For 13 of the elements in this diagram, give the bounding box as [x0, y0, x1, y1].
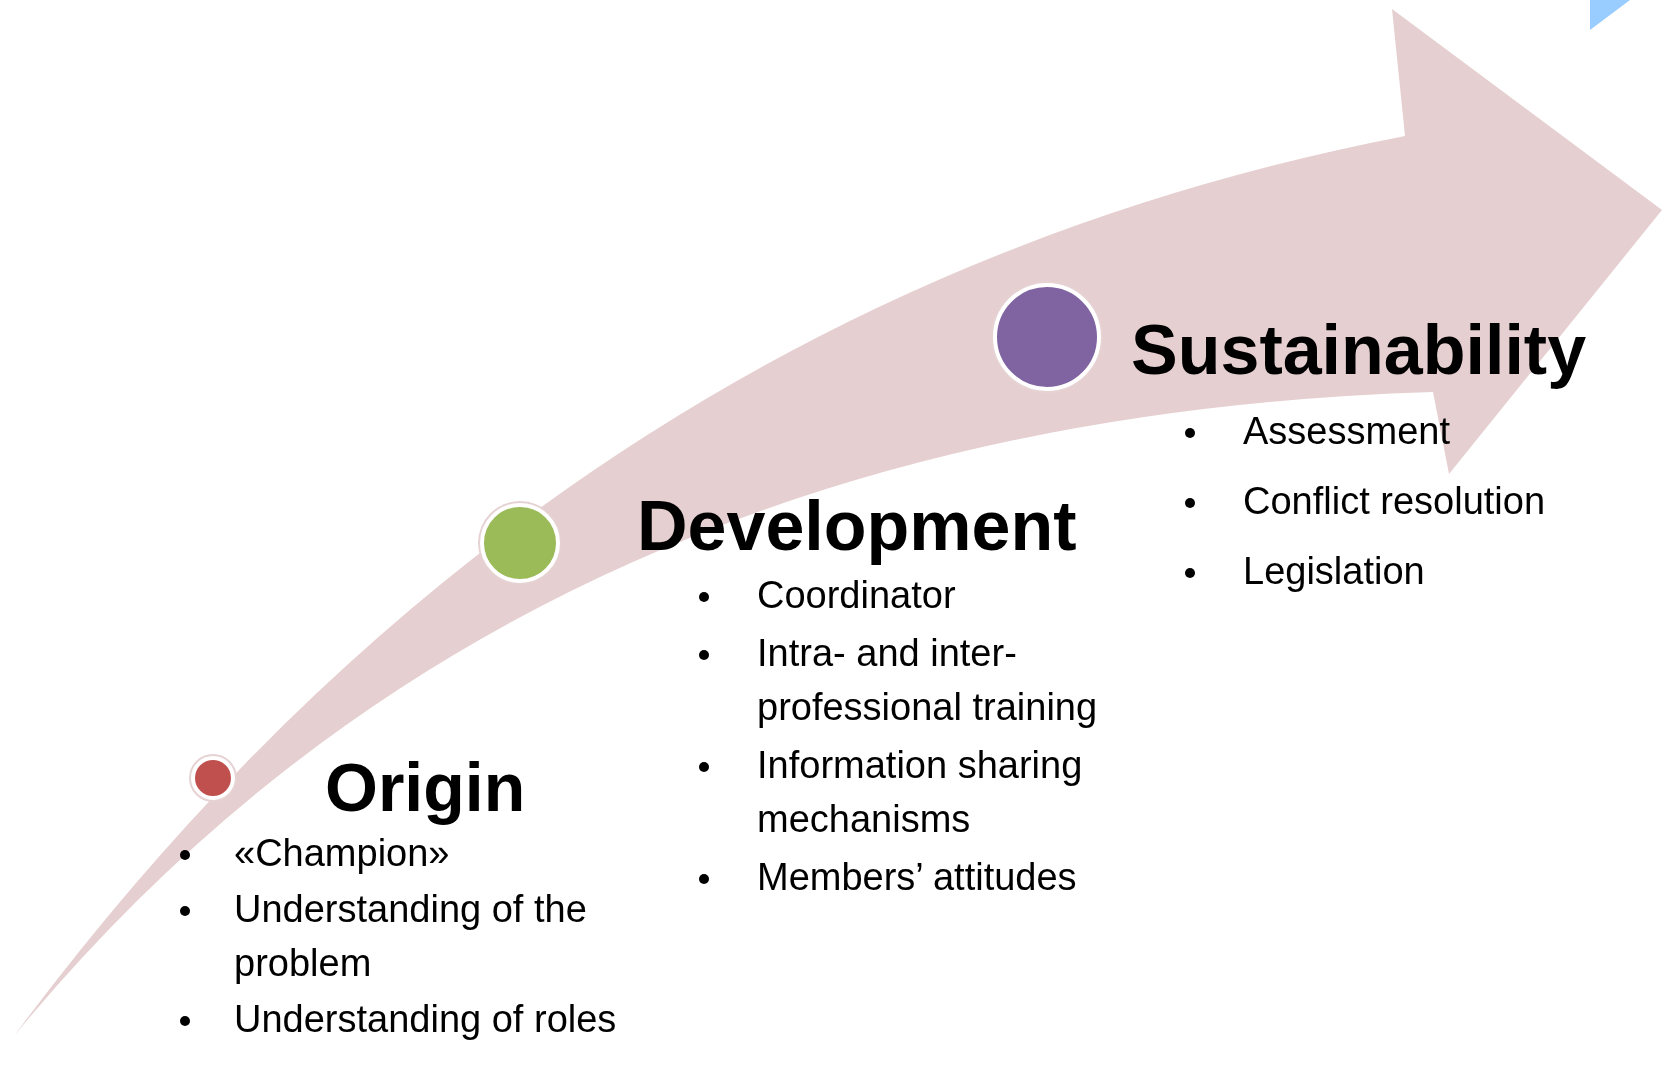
bullet-text: Intra- and inter-professional training	[757, 631, 1098, 728]
bullet-text: Coordinator	[757, 574, 956, 616]
stage-heading: Development	[637, 488, 1077, 565]
bullet-text: Understanding of roles	[234, 997, 617, 1040]
bullet-text: Understanding of the problem	[234, 887, 587, 984]
bullet-text: «Champion»	[234, 831, 450, 874]
bullet-text: Conflict resolution	[1243, 479, 1546, 522]
bullet-text: Members’ attitudes	[757, 855, 1077, 898]
stage-heading: Sustainability	[1131, 312, 1587, 389]
stage-heading: Origin	[325, 750, 526, 825]
bullet-text: Assessment	[1243, 410, 1450, 452]
bullet-text: Information sharing mechanisms	[757, 743, 1083, 840]
bullet-text: Legislation	[1243, 549, 1425, 592]
